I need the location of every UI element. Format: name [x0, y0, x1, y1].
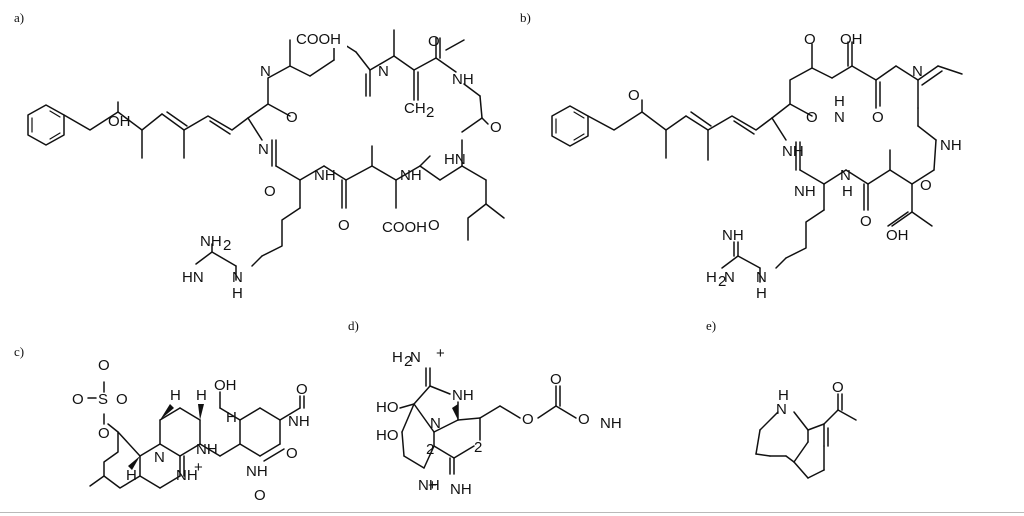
atom-b-18: H	[706, 269, 717, 286]
atom-c-9: NH	[246, 463, 268, 480]
atom-d-7: HO	[376, 399, 399, 416]
atom-c-6: OH	[214, 377, 237, 394]
structure-b: O OH O N O H N O NH NH O N H NH O OH NH …	[551, 31, 963, 302]
atom-d-15: +	[428, 477, 437, 494]
atom-b-19: 2	[718, 273, 726, 290]
atom-e-2: N	[776, 401, 787, 418]
atom-c-16: H	[196, 387, 207, 404]
atom-c-1: O	[98, 357, 110, 374]
atom-b-8: O	[872, 109, 884, 126]
structure-e: H N O	[755, 379, 857, 479]
phenyl-ring-a	[27, 104, 65, 146]
atom-b-17: NH	[722, 227, 744, 244]
atom-a-23: H	[232, 285, 243, 302]
panel-label-c: c)	[14, 344, 24, 359]
phenyl-ring-b	[551, 105, 589, 147]
atom-a-5: O	[428, 33, 440, 50]
atom-d-9: N	[430, 415, 441, 432]
atom-d-4: +	[436, 345, 445, 362]
atom-a-22: N	[232, 269, 243, 286]
atom-b-16: OH	[886, 227, 909, 244]
atom-b-14: NH	[794, 183, 816, 200]
atom-b-10: NH	[782, 143, 804, 160]
atom-a-2: N	[260, 63, 271, 80]
atom-b-20: N	[724, 269, 735, 286]
panel-label-b: b)	[520, 10, 531, 25]
atom-a-15: O	[264, 183, 276, 200]
atom-a-16: O	[338, 217, 350, 234]
atom-c-3: O	[72, 391, 84, 408]
atom-a-20: 2	[223, 237, 231, 254]
atom-d-1: H	[392, 349, 403, 366]
atom-a-4: O	[286, 109, 298, 126]
panel-label-d: d)	[348, 318, 359, 333]
atom-c-17: H	[126, 467, 137, 484]
atom-a-10: O	[490, 119, 502, 136]
atom-b-13: H	[842, 183, 853, 200]
atom-c-15: H	[170, 387, 181, 404]
atom-b-11: O	[920, 177, 932, 194]
atom-b-3: O	[628, 87, 640, 104]
atom-b-22: H	[756, 285, 767, 302]
atom-a-11: N	[258, 141, 269, 158]
structure-a: COOH N N O O NH OH CH 2 O N HN NH NH O O…	[27, 29, 505, 302]
atom-b-5: O	[806, 109, 818, 126]
atom-d-5: NH	[452, 387, 474, 404]
atom-a-12: HN	[444, 151, 466, 168]
atom-b-7: N	[834, 109, 845, 126]
atom-d-11: O	[578, 411, 590, 428]
atom-b-1: O	[804, 31, 816, 48]
atom-b-15: O	[860, 213, 872, 230]
atom-d-16: NH	[450, 481, 472, 498]
atom-b-9: NH	[940, 137, 962, 154]
atom-d-14: NH	[418, 477, 440, 494]
structure-c: O S O O O OH O NH NH + NH O NH O H H H H…	[72, 357, 310, 504]
atom-c-8: NH	[288, 413, 310, 430]
atom-b-2: OH	[840, 31, 863, 48]
atom-b-4: N	[912, 63, 923, 80]
atom-a-3: N	[378, 63, 389, 80]
atom-a-14: NH	[314, 167, 336, 184]
atom-a-6: NH	[452, 71, 474, 88]
atom-b-12: N	[840, 167, 851, 184]
atom-c-5: O	[98, 425, 110, 442]
atom-c-2: S	[98, 391, 108, 408]
atom-c-19: N	[154, 449, 165, 466]
atom-a-8: CH	[404, 100, 426, 117]
atom-c-11: NH	[176, 467, 198, 484]
atom-d-17: 2	[426, 441, 434, 458]
atom-c-10: +	[194, 459, 203, 476]
atom-c-4: O	[116, 391, 128, 408]
structure-d: H 2 N + NH O HO HO N O O NH 2 NH + NH 2	[376, 345, 622, 498]
atom-c-13: NH	[196, 441, 218, 458]
atom-a-21: HN	[182, 269, 204, 286]
atom-a-13: NH	[400, 167, 422, 184]
atom-a-19: NH	[200, 233, 222, 250]
atom-d-12: NH	[600, 415, 622, 432]
atom-d-6: O	[550, 371, 562, 388]
atom-d-10: O	[522, 411, 534, 428]
atom-e-3: O	[832, 379, 844, 396]
panel-label-a: a)	[14, 10, 24, 25]
atom-b-6: H	[834, 93, 845, 110]
panel-label-e: e)	[706, 318, 716, 333]
atom-d-2: 2	[404, 353, 412, 370]
atom-c-7: O	[296, 381, 308, 398]
atom-c-18: H	[226, 409, 237, 426]
atom-c-14: O	[254, 487, 266, 504]
atom-a-9: 2	[426, 104, 434, 121]
bottom-divider	[0, 512, 1024, 513]
atom-e-1: H	[778, 387, 789, 404]
atom-d-13: 2	[474, 439, 482, 456]
atom-d-8: HO	[376, 427, 399, 444]
atom-a-18: O	[428, 217, 440, 234]
atom-a-17: COOH	[382, 219, 427, 236]
atom-c-12: O	[286, 445, 298, 462]
atom-a-7: OH	[108, 113, 131, 130]
atom-a-1: COOH	[296, 31, 341, 48]
atom-b-21: N	[756, 269, 767, 286]
atom-d-3: N	[410, 349, 421, 366]
